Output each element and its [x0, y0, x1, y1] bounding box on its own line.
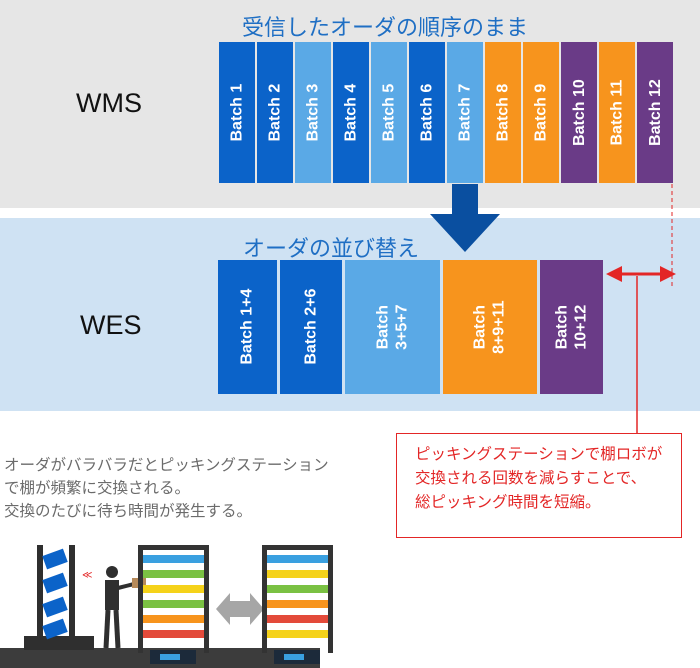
swap-arrow-icon: [216, 593, 264, 625]
left-explanation-note: オーダがバラバラだとピッキングステーション で棚が頻繁に交換される。 交換のたび…: [4, 456, 329, 520]
wms-batch-2: Batch 2: [257, 42, 293, 183]
svg-text:≪: ≪: [82, 570, 92, 581]
reorder-arrow: [430, 184, 500, 252]
wms-batch-4: Batch 4: [333, 42, 369, 183]
wes-batch-1: Batch 1+4: [218, 260, 277, 394]
shelf-robot-right: [262, 545, 333, 664]
wes-batch-2: Batch 2+6: [280, 260, 342, 394]
wms-batch-12: Batch 12: [637, 42, 673, 183]
wes-label: WES: [80, 310, 142, 340]
wms-label: WMS: [76, 88, 142, 118]
wms-batch-11: Batch 11: [599, 42, 635, 183]
wms-batch-7: Batch 7: [447, 42, 483, 183]
benefit-callout: ピッキングステーションで棚ロボが 交換される回数を減らすことで、 総ピッキング時…: [396, 433, 682, 538]
wms-batch-1: Batch 1: [219, 42, 255, 183]
wms-batch-9: Batch 9: [523, 42, 559, 183]
double-red-arrow: [606, 266, 676, 282]
wms-batch-3: Batch 3: [295, 42, 331, 183]
shelf-robot-left: [138, 545, 209, 664]
wes-caption: オーダの並び替え: [243, 237, 420, 262]
wms-caption: 受信したオーダの順序のまま: [242, 16, 529, 41]
wms-batch-10: Batch 10: [561, 42, 597, 183]
wms-batch-6: Batch 6: [409, 42, 445, 183]
wms-batch-8: Batch 8: [485, 42, 521, 183]
wms-batch-5: Batch 5: [371, 42, 407, 183]
